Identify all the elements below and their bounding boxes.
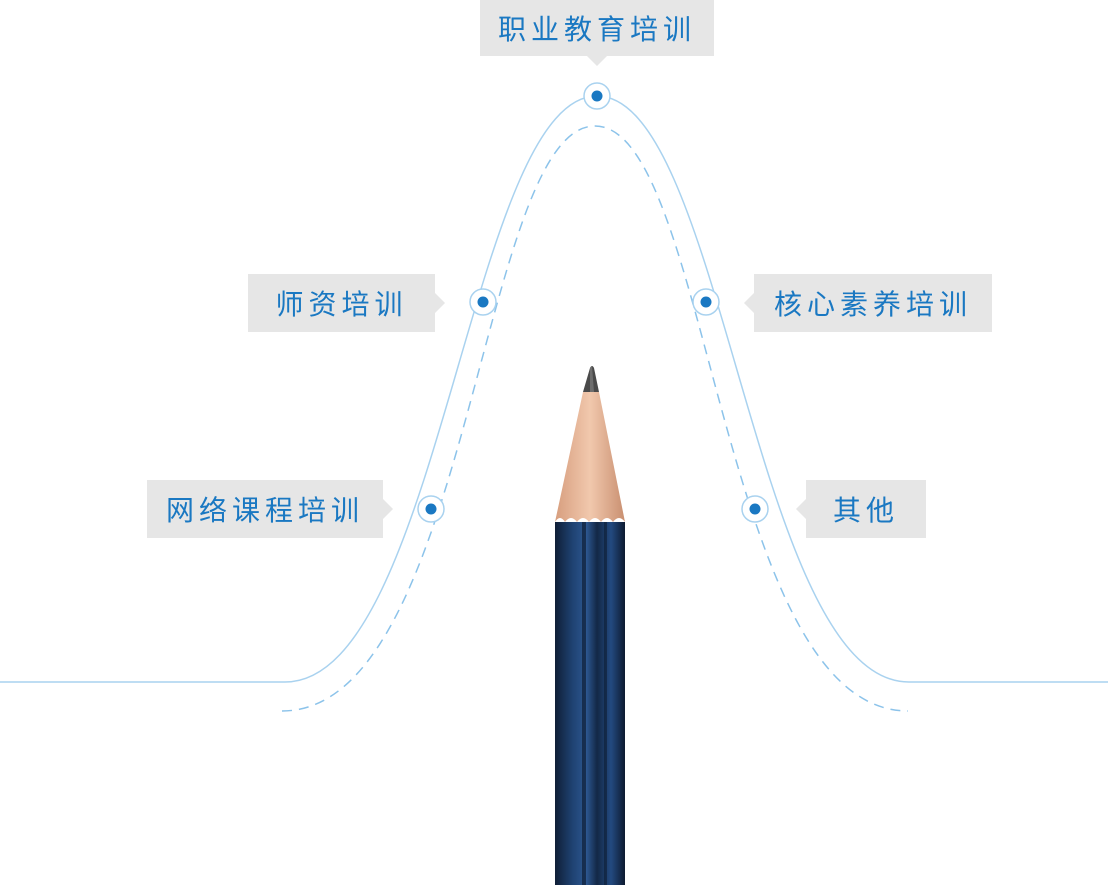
marker-middle-left[interactable] [469, 288, 497, 316]
marker-middle-right[interactable] [692, 288, 720, 316]
solid-bell-curve [0, 95, 1108, 683]
marker-lower-right[interactable] [741, 495, 769, 523]
label-core-literacy-training[interactable]: 核心素养培训 [744, 274, 992, 332]
marker-lower-left[interactable] [417, 495, 445, 523]
label-other[interactable]: 其他 [796, 480, 926, 538]
marker-top[interactable] [583, 82, 611, 110]
label-online-course-training[interactable]: 网络课程培训 [147, 480, 393, 538]
pencil-illustration [555, 366, 625, 885]
dashed-bell-curve [281, 125, 909, 712]
label-vocational-training[interactable]: 职业教育培训 [480, 0, 714, 66]
label-teacher-training[interactable]: 师资培训 [248, 274, 445, 332]
